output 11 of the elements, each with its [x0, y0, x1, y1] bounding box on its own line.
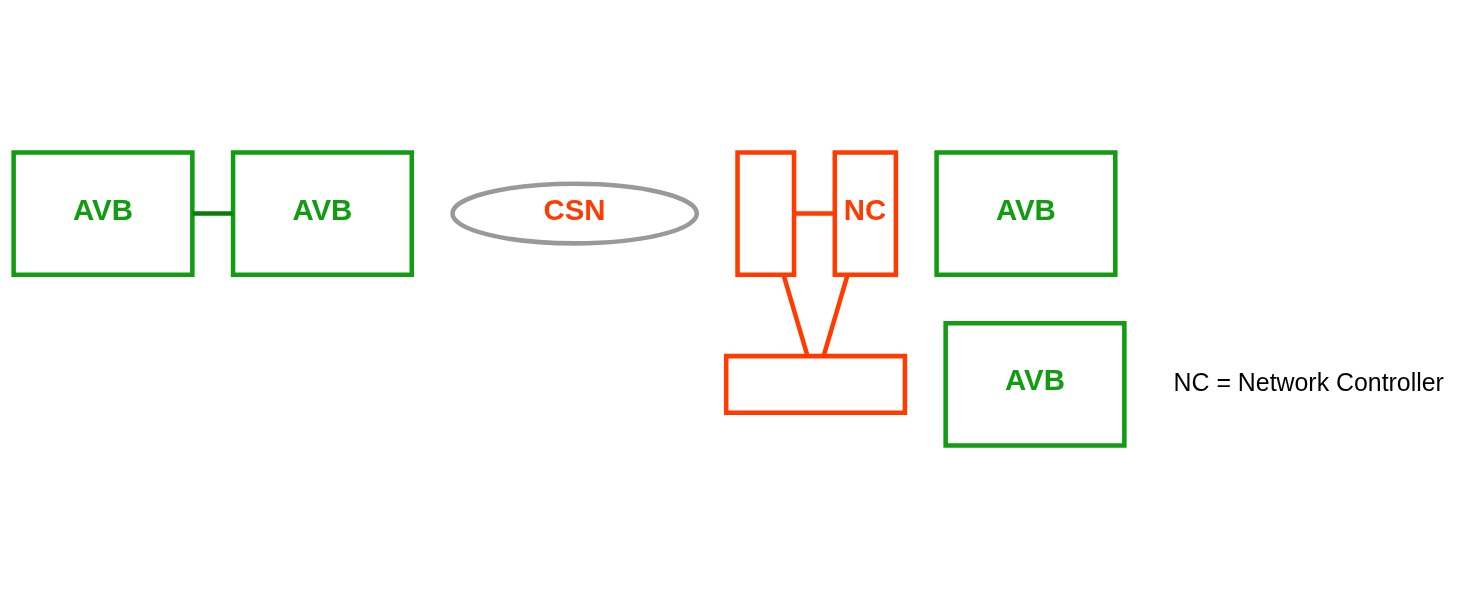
node-box: NC [832, 149, 899, 277]
connector [794, 210, 835, 216]
label: NC = Network Controller [1173, 367, 1444, 396]
connector [192, 210, 233, 216]
node-box: AVB [934, 149, 1118, 277]
node-ellipse: CSN [450, 181, 700, 246]
node-box [723, 353, 908, 415]
node-box: AVB [230, 149, 415, 277]
node-box: AVB [943, 320, 1127, 448]
node-box: AVB [11, 149, 195, 277]
node-box [735, 149, 797, 277]
